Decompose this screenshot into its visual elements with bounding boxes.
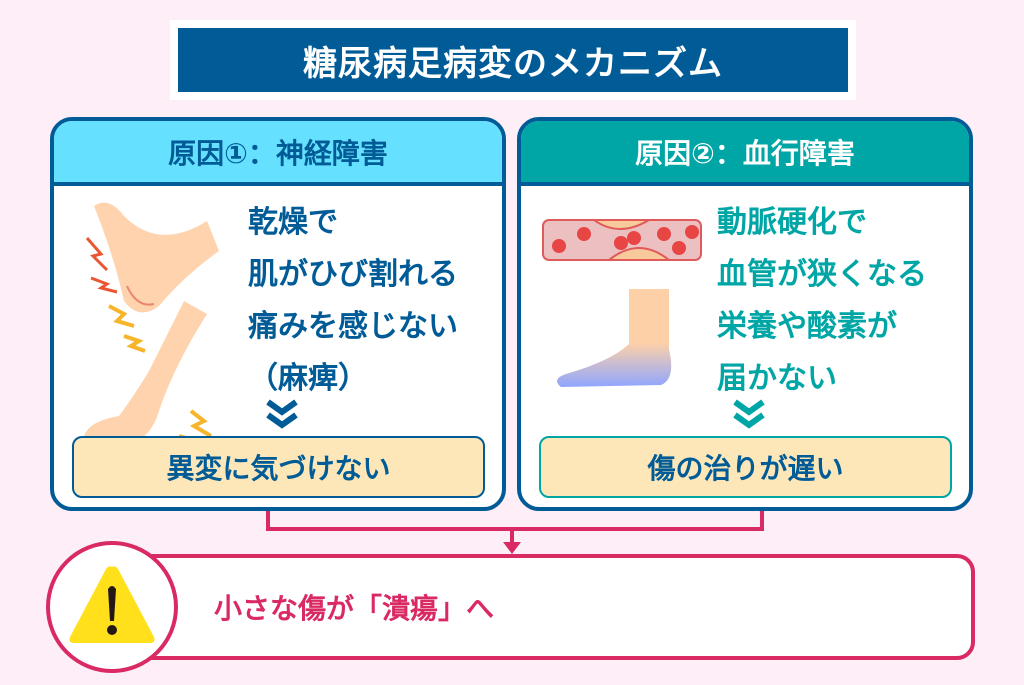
connector-line	[266, 511, 270, 530]
foot-illustration-icon	[84, 202, 219, 446]
cause1-result: 異変に気づけない	[72, 436, 485, 498]
cause1-line: （麻痺）	[248, 361, 368, 396]
connector-line	[266, 527, 764, 531]
warning-badge	[46, 541, 178, 673]
chevron-down-icon	[266, 399, 298, 429]
chevron-down-icon	[733, 399, 765, 429]
cause1-text: 乾燥で肌がひび割れる痛みを感じない （麻痺）	[248, 197, 458, 405]
connector-line	[760, 511, 764, 530]
arrow-down-icon	[503, 542, 521, 554]
cause2-line: 血管が狭くなる	[717, 257, 927, 292]
foot-illustration-icon	[557, 289, 672, 387]
page-title: 糖尿病足病変のメカニズム	[178, 28, 848, 92]
cause2-line: 届かない	[717, 361, 837, 396]
cause2-result: 傷の治りが遅い	[539, 436, 952, 498]
cause1-heading: 原因①：神経障害	[54, 121, 502, 186]
cause1-line: 痛みを感じない	[248, 309, 458, 344]
warning-icon	[69, 566, 155, 643]
blood-vessel-illustration-icon	[542, 219, 702, 261]
cause1-panel: 原因①：神経障害 乾燥で肌がひび割れる痛みを感じない （麻痺） 異変に気づけない	[50, 117, 506, 511]
cause1-line: 乾燥で	[248, 205, 338, 240]
cause2-line: 動脈硬化で	[717, 205, 867, 240]
conclusion-text: 小さな傷が「潰瘍」へ	[214, 592, 495, 625]
cause2-text: 動脈硬化で血管が狭くなる栄養や酸素が届かない	[717, 197, 927, 405]
connector-line	[510, 527, 514, 545]
cause2-line: 栄養や酸素が	[717, 309, 897, 344]
cause2-panel: 原因②：血行障害 動脈硬化で血管が狭くなる栄養や酸素が届かない 傷の治りが遅い	[517, 117, 973, 511]
title-frame: 糖尿病足病変のメカニズム	[170, 20, 856, 100]
conclusion-box: 小さな傷が「潰瘍」へ	[110, 554, 975, 660]
cause1-line: 肌がひび割れる	[248, 257, 458, 292]
cause2-heading: 原因②：血行障害	[521, 121, 969, 186]
